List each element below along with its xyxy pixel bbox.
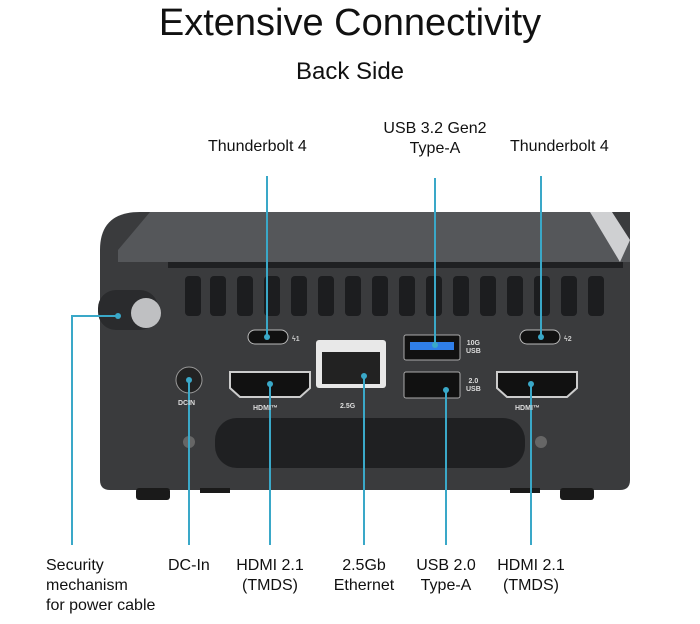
hdmi-logo-2: HDMI™	[515, 405, 540, 412]
callout-hdmi-2: HDMI 2.1(TMDS)	[497, 557, 565, 594]
dcin-label: DCIN	[178, 400, 196, 407]
foot	[136, 488, 170, 500]
page-title: Extensive Connectivity	[158, 2, 542, 44]
foot	[560, 488, 594, 500]
hdmi-port-2	[496, 371, 578, 398]
lan-label: 2.5G	[340, 403, 356, 410]
thunderbolt-icon-2: ϟ2	[564, 336, 572, 343]
callout-thunderbolt-2: Thunderbolt 4	[510, 138, 609, 155]
security-screw	[131, 298, 161, 328]
bottom-cover	[215, 418, 525, 468]
callout-dc-in: DC-In	[168, 557, 210, 574]
screw-icon	[535, 436, 547, 448]
callout-thunderbolt-1: Thunderbolt 4	[208, 138, 307, 155]
thunderbolt-icon-1: ϟ1	[292, 336, 300, 343]
callout-lines	[71, 176, 542, 545]
page-subtitle: Back Side	[295, 58, 405, 85]
hdmi-logo-1: HDMI™	[253, 405, 278, 412]
callout-hdmi-1: HDMI 2.1(TMDS)	[236, 557, 304, 594]
device-lid	[118, 212, 630, 262]
usb-2-port	[403, 371, 461, 399]
